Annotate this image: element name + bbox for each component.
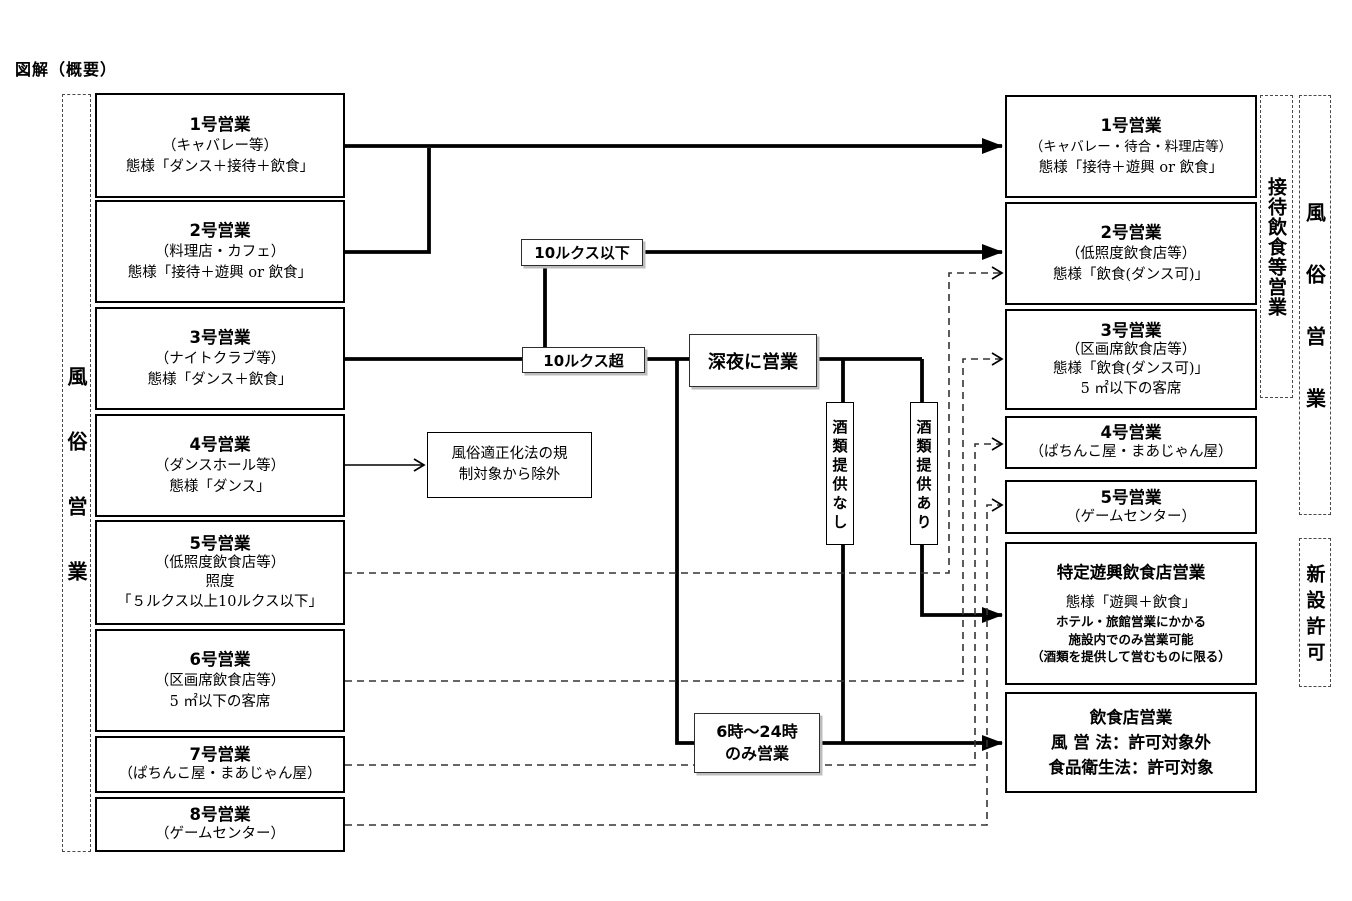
flow-daytime-to-inshoku (675, 359, 1003, 751)
box-line: （キャバレー・待合・料理店等） (1029, 139, 1233, 155)
group-shinsetsu-kyoka-label: 新設許可 (1303, 564, 1326, 668)
box-title: 3号営業 (1100, 320, 1162, 340)
condition-midnight-box: 深夜に営業 (689, 334, 817, 387)
box-line: 態様「飲食(ダンス可)」 (1052, 266, 1210, 283)
right-box-2gou: 2号営業 （低照度飲食店等） 態様「飲食(ダンス可)」 (1005, 202, 1257, 305)
flow-6gou-to-right-3gou (345, 352, 1004, 682)
box-title: 1号営業 (1100, 116, 1162, 135)
box-line: （ぱちんこ屋・まあじゃん屋） (118, 766, 322, 782)
group-settai-inshoku-label: 接待飲食等営業 (1265, 177, 1287, 317)
box-title: 5号営業 (189, 533, 251, 553)
exempt-box: 風俗適正化法の規 制対象から除外 (427, 432, 592, 498)
box-line: （料理店・カフェ） (154, 244, 286, 260)
box-line: ホテル・旅館営業にかかる (1055, 614, 1206, 629)
box-title: 飲食店営業 (1089, 708, 1173, 727)
box-line: 食品衛生法：許可対象 (1048, 758, 1214, 777)
left-box-2gou: 2号営業 （料理店・カフェ） 態様「接待＋遊興 or 飲食」 (95, 200, 345, 303)
box-line: （低照度飲食店等） (154, 554, 286, 571)
flow-7gou-to-right-4gou (345, 437, 1004, 766)
box-title: 7号営業 (189, 745, 251, 764)
right-box-tokutei-yukyo: 特定遊興飲食店営業 態様「遊興＋飲食」 ホテル・旅館営業にかかる 施設内でのみ営… (1005, 542, 1257, 685)
right-box-inshokuten: 飲食店営業 風 営 法：許可対象外 食品衛生法：許可対象 (1005, 692, 1257, 793)
right-box-5gou: 5号営業 （ゲームセンター） (1005, 480, 1257, 534)
group-fuzoku-eigyo-right: 風俗営業 (1299, 95, 1331, 515)
condition-no-alcohol-box: 酒類提供なし (826, 402, 854, 545)
left-box-7gou: 7号営業 （ぱちんこ屋・まあじゃん屋） (95, 736, 345, 793)
page-title: 図解（概要） (15, 60, 118, 79)
condition-lux-over-box: 10ルクス超 (522, 347, 645, 373)
condition-lux-over-label: 10ルクス超 (543, 351, 624, 370)
box-line: （ゲームセンター） (1065, 508, 1197, 525)
condition-lux-below-box: 10ルクス以下 (521, 239, 643, 266)
box-title: 3号営業 (189, 328, 251, 347)
exempt-line: 風俗適正化法の規 (451, 446, 568, 462)
box-line: （区画席飲食店等） (154, 673, 286, 689)
box-title: 4号営業 (189, 435, 251, 454)
box-line: 態様「ダンス＋飲食」 (147, 371, 293, 388)
box-line: 態様「遊興＋飲食」 (1065, 594, 1197, 611)
group-settai-inshoku: 接待飲食等営業 (1260, 95, 1293, 398)
box-line: 照度 (205, 574, 235, 591)
flow-2gou-merge (345, 148, 431, 254)
box-line: 5 ㎡以下の客席 (169, 693, 271, 710)
box-line: 5 ㎡以下の客席 (1080, 380, 1182, 397)
condition-lux-below-label: 10ルクス以下 (534, 244, 630, 262)
right-box-4gou: 4号営業 （ぱちんこ屋・まあじゃん屋） (1005, 416, 1257, 469)
box-line: （低照度飲食店等） (1065, 246, 1197, 262)
box-title: 6号営業 (189, 650, 251, 669)
box-title: 2号営業 (1100, 223, 1162, 242)
box-line: 態様「接待＋遊興 or 飲食」 (127, 264, 313, 281)
box-title: 5号営業 (1100, 487, 1162, 507)
left-box-4gou: 4号営業 （ダンスホール等） 態様「ダンス」 (95, 414, 345, 517)
box-line: （酒類を提供して営むものに限る） (1031, 649, 1231, 664)
box-line: （ナイトクラブ等） (154, 351, 286, 367)
exempt-line: 制対象から除外 (458, 467, 561, 483)
box-line: 「５ルクス以上10ルクス以下」 (116, 593, 324, 610)
condition-daytime-box: 6時～24時 のみ営業 (694, 713, 820, 773)
box-line: 態様「ダンス」 (169, 478, 271, 495)
box-line: 風 営 法：許可対象外 (1051, 733, 1211, 752)
condition-with-alcohol-box: 酒類提供あり (910, 402, 938, 545)
left-box-5gou: 5号営業 （低照度飲食店等） 照度 「５ルクス以上10ルクス以下」 (95, 520, 345, 625)
box-title: 8号営業 (189, 805, 251, 824)
left-box-6gou: 6号営業 （区画席飲食店等） 5 ㎡以下の客席 (95, 629, 345, 732)
box-line: 態様「飲食(ダンス可)」 (1052, 361, 1210, 378)
box-line: （キャバレー等） (162, 138, 278, 154)
group-shinsetsu-kyoka: 新設許可 (1299, 538, 1331, 687)
group-fuzoku-eigyo-left-label: 風俗営業 (64, 365, 88, 626)
box-line: 態様「ダンス＋接待＋飲食」 (125, 158, 315, 175)
box-title: 2号営業 (189, 221, 251, 240)
condition-no-alcohol-label: 酒類提供なし (830, 418, 849, 533)
group-fuzoku-eigyo-left: 風俗営業 (62, 94, 91, 852)
box-line: 施設内でのみ営業可能 (1068, 631, 1194, 647)
condition-midnight-label: 深夜に営業 (708, 351, 798, 373)
box-title: 1号営業 (189, 115, 251, 134)
condition-with-alcohol-label: 酒類提供あり (914, 418, 933, 533)
box-title: 特定遊興飲食店営業 (1056, 562, 1206, 582)
flow-8gou-to-right-5gou (345, 498, 1004, 826)
right-box-1gou: 1号営業 （キャバレー・待合・料理店等） 態様「接待＋遊興 or 飲食」 (1005, 95, 1257, 198)
flow-5gou-to-right-2gou (345, 266, 1004, 574)
condition-daytime-line: のみ営業 (724, 744, 789, 763)
condition-daytime-line: 6時～24時 (716, 722, 798, 741)
group-fuzoku-eigyo-right-label: 風俗営業 (1302, 202, 1327, 450)
box-line: （ゲームセンター） (154, 826, 286, 842)
left-box-3gou: 3号営業 （ナイトクラブ等） 態様「ダンス＋飲食」 (95, 307, 345, 410)
box-title: 4号営業 (1100, 423, 1162, 442)
right-box-3gou: 3号営業 （区画席飲食店等） 態様「飲食(ダンス可)」 5 ㎡以下の客席 (1005, 309, 1257, 410)
left-box-1gou: 1号営業 （キャバレー等） 態様「ダンス＋接待＋飲食」 (95, 93, 345, 198)
box-line: （ダンスホール等） (154, 458, 286, 474)
box-line: （区画席飲食店等） (1065, 341, 1197, 358)
box-line: （ぱちんこ屋・まあじゃん屋） (1029, 444, 1233, 460)
left-box-8gou: 8号営業 （ゲームセンター） (95, 797, 345, 852)
box-line: 態様「接待＋遊興 or 飲食」 (1038, 159, 1224, 176)
